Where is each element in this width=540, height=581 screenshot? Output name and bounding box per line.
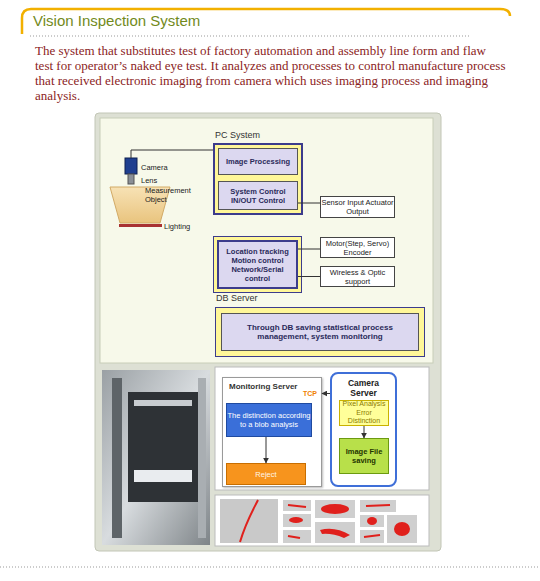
box-text: The distinction according to a blob anal… bbox=[227, 411, 311, 429]
defect-image bbox=[283, 514, 311, 527]
panel-frame bbox=[95, 113, 441, 551]
connector-line bbox=[298, 276, 320, 277]
process-box: Image Processing bbox=[218, 148, 298, 175]
defect-image bbox=[360, 530, 384, 543]
defect-image bbox=[283, 500, 311, 511]
defect-image bbox=[315, 522, 355, 543]
defect-mark bbox=[288, 505, 306, 507]
defect-mark bbox=[364, 535, 380, 537]
dotted-rule bbox=[0, 567, 540, 568]
defect-mark bbox=[394, 522, 410, 536]
photo-sheet bbox=[134, 470, 192, 482]
process-box: Pixel Analysis Error Distinction bbox=[339, 400, 389, 426]
group-frame: PC SystemImage ProcessingSystem Control … bbox=[213, 143, 303, 215]
defect-image bbox=[315, 500, 355, 518]
defect-mark bbox=[367, 517, 377, 525]
part-label: Camera bbox=[141, 163, 181, 172]
box-text: Through DB saving statistical process ma… bbox=[222, 323, 418, 341]
panel-section bbox=[100, 118, 433, 363]
defect-mark bbox=[289, 517, 303, 523]
io-box: Wireless & Optic support bbox=[320, 266, 395, 287]
box-text: Pixel Analysis Error Distinction bbox=[340, 400, 388, 426]
flow-arrow bbox=[322, 393, 330, 394]
panel-section bbox=[215, 495, 429, 546]
process-box: Image File saving bbox=[339, 438, 389, 474]
defect-mark bbox=[320, 529, 350, 538]
process-box: Location tracking Motion control Network… bbox=[217, 240, 298, 289]
heading-text: DB Server bbox=[216, 293, 258, 304]
part-label: Lighting bbox=[164, 222, 204, 231]
box-text: Sensor Input Actuator Output bbox=[321, 198, 394, 216]
box-text: System Control IN/OUT Control bbox=[219, 187, 297, 205]
process-box: Through DB saving statistical process ma… bbox=[221, 313, 419, 351]
box-text: Reject bbox=[255, 470, 276, 479]
defect-mark bbox=[240, 500, 258, 542]
process-box: System Control IN/OUT Control bbox=[218, 181, 298, 210]
machine-photo bbox=[102, 370, 210, 545]
defect-mark bbox=[288, 536, 300, 538]
photo-background bbox=[102, 370, 210, 545]
server-box: Camera ServerPixel Analysis Error Distin… bbox=[330, 372, 397, 487]
photo-opening bbox=[128, 392, 198, 502]
connector-line bbox=[298, 249, 320, 250]
io-box: Motor(Step, Servo) Encoder bbox=[320, 237, 395, 258]
photo-rail bbox=[134, 400, 192, 406]
panel-section bbox=[215, 367, 429, 490]
defect-image bbox=[283, 530, 311, 543]
io-box: Sensor Input Actuator Output bbox=[320, 196, 395, 218]
heading-text: Camera Server bbox=[334, 378, 393, 398]
heading-text: Monitoring Server bbox=[229, 382, 297, 392]
box-text: Image File saving bbox=[340, 447, 388, 465]
box-text: Wireless & Optic support bbox=[321, 268, 394, 286]
box-text: Motor(Step, Servo) Encoder bbox=[321, 239, 394, 257]
page-title: Vision Inspection System bbox=[33, 12, 200, 29]
defect-image bbox=[220, 499, 278, 543]
heading-text: PC System bbox=[215, 130, 260, 141]
part-label: Lens bbox=[141, 176, 181, 185]
part-label: Measurement Object bbox=[145, 186, 197, 204]
camera-illustration bbox=[110, 150, 213, 227]
group-frame: DB ServerThrough DB saving statistical p… bbox=[215, 307, 425, 357]
box-text: TCP bbox=[303, 390, 317, 398]
server-box: Monitoring ServerTCP The distinction acco… bbox=[222, 377, 322, 487]
defect-image bbox=[360, 515, 384, 527]
defect-image bbox=[387, 515, 417, 543]
lens-symbol bbox=[128, 174, 134, 184]
defect-image bbox=[360, 500, 396, 512]
process-box: The distinction according to a blob anal… bbox=[226, 403, 312, 437]
photo-pillar bbox=[198, 378, 206, 538]
defect-mark bbox=[321, 504, 349, 514]
title-frame bbox=[22, 9, 510, 34]
defect-samples bbox=[220, 499, 417, 543]
camera-body bbox=[125, 158, 137, 174]
dotted-rule bbox=[30, 36, 470, 37]
camera-wire bbox=[131, 150, 213, 158]
box-text: Location tracking Motion control Network… bbox=[219, 247, 296, 283]
lighting-bar bbox=[119, 224, 162, 227]
description-text: The system that substitutes test of fact… bbox=[35, 43, 507, 103]
box-text: Image Processing bbox=[226, 157, 290, 166]
photo-pillar bbox=[112, 378, 122, 538]
defect-mark bbox=[366, 505, 390, 506]
process-box: Reject bbox=[226, 463, 306, 485]
